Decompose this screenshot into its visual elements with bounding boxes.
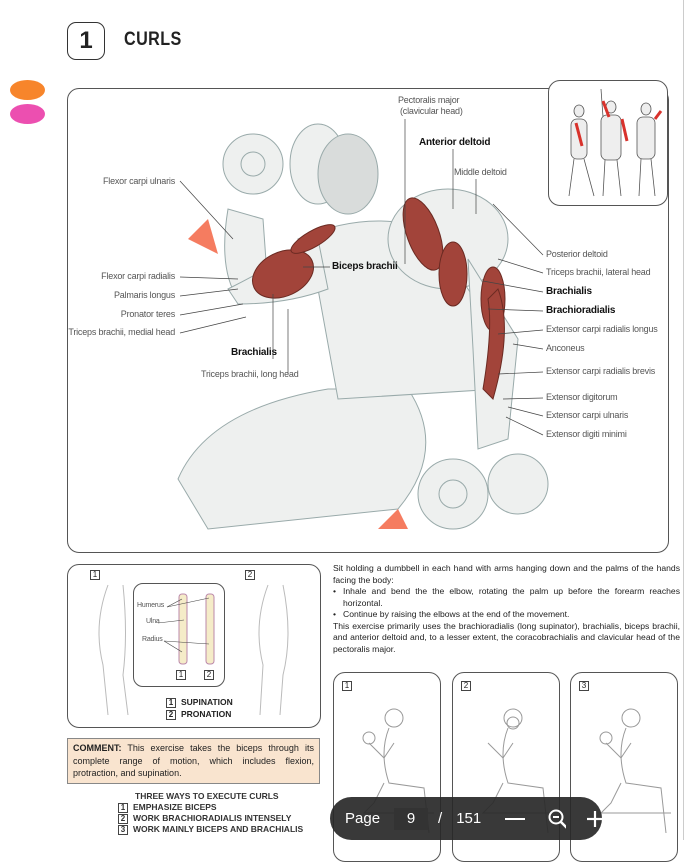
label-right-muscle: Extensor digiti minimi	[546, 429, 627, 439]
comment-text: This exercise takes the biceps through i…	[73, 743, 314, 778]
muscle-map-inset	[548, 80, 668, 206]
label-pectoralis-sub: (clavicular head)	[400, 106, 463, 116]
way-number: 2	[118, 813, 128, 824]
total-pages: 151	[456, 810, 482, 827]
panel-number: 2	[461, 681, 471, 691]
page-label: Page	[345, 810, 381, 827]
label-right-muscle: Anconeus	[546, 343, 585, 353]
label-humerus: Humerus	[137, 602, 164, 609]
comment-box: COMMENT: This exercise takes the biceps …	[67, 738, 320, 784]
label-pectoralis: Pectoralis major	[398, 95, 460, 105]
bones-inset: Humerus Ulna Radius 1 2	[133, 583, 225, 687]
legend-supination: SUPINATION	[181, 697, 233, 707]
up-arrow-icon	[378, 509, 408, 529]
page-separator: /	[438, 810, 443, 827]
label-triceps-medial: Triceps brachii, medial head	[68, 327, 175, 337]
figure-number: 2	[245, 570, 255, 580]
label-right-muscle: Brachioradialis	[546, 305, 616, 316]
label-ulna: Ulna	[146, 618, 160, 625]
figure-number: 1	[90, 570, 100, 580]
way-number: 3	[118, 824, 128, 835]
label-right-muscle: Triceps brachii, lateral head	[546, 267, 651, 277]
zoom-in-button[interactable]	[586, 810, 602, 828]
label-biceps-brachii: Biceps brachii	[332, 261, 398, 272]
anatomy-drawing	[177, 119, 549, 530]
scrollbar[interactable]	[683, 0, 684, 840]
exercise-title: CURLS	[124, 29, 182, 50]
exercise-number: 1	[67, 22, 105, 60]
label-pronator-teres: Pronator teres	[120, 309, 175, 319]
way-number: 1	[118, 802, 128, 813]
exercise-description: Sit holding a dumbbell in each hand with…	[333, 563, 680, 655]
execution-panel: 3	[570, 672, 678, 862]
legend-pronation: PRONATION	[181, 709, 232, 719]
figure-number: 1	[176, 670, 186, 680]
orange-tab-marker[interactable]	[10, 80, 45, 100]
arm-outline-drawing	[98, 584, 289, 716]
label-right-muscle: Brachialis	[546, 286, 592, 297]
label-radius: Radius	[142, 636, 163, 643]
label-brachialis: Brachialis	[231, 347, 277, 358]
description-summary: This exercise primarily uses the brachio…	[333, 620, 680, 654]
pink-tab-marker[interactable]	[10, 104, 45, 124]
panel-number: 3	[579, 681, 589, 691]
forearm-bones-drawing	[157, 593, 215, 665]
up-arrow-icon	[188, 219, 218, 254]
legend-number: 1	[166, 697, 176, 708]
legend-number: 2	[166, 709, 176, 720]
zoom-reset-icon[interactable]	[547, 808, 567, 830]
comment-label: COMMENT:	[73, 743, 122, 753]
way-item: WORK BRACHIORADIALIS INTENSELY	[133, 813, 292, 823]
seated-curl-drawing	[599, 708, 671, 834]
zoom-out-button[interactable]	[505, 817, 525, 820]
pdf-page-toolbar: Page / 151	[330, 797, 602, 840]
figure-number: 2	[204, 670, 214, 680]
body-figures-drawing	[568, 88, 663, 197]
label-anterior-deltoid: Anterior deltoid	[419, 137, 491, 148]
three-ways-list: THREE WAYS TO EXECUTE CURLS 1 EMPHASIZE B…	[118, 791, 303, 835]
panel-number: 1	[342, 681, 352, 691]
label-flexor-carpi-ulnaris: Flexor carpi ulnaris	[102, 176, 175, 186]
label-flexor-carpi-radialis: Flexor carpi radialis	[101, 271, 175, 281]
label-right-muscle: Extensor carpi ulnaris	[546, 410, 629, 420]
label-right-muscle: Extensor carpi radialis longus	[546, 324, 658, 334]
label-palmaris-longus: Palmaris longus	[113, 290, 175, 300]
label-middle-deltoid: Middle deltoid	[454, 167, 507, 177]
way-item: EMPHASIZE BICEPS	[133, 802, 217, 812]
label-right-muscle: Extensor digitorum	[546, 392, 618, 402]
way-item: WORK MAINLY BICEPS AND BRACHIALIS	[133, 824, 304, 834]
ways-heading: THREE WAYS TO EXECUTE CURLS	[135, 791, 279, 801]
label-right-muscle: Posterior deltoid	[546, 249, 608, 259]
description-bullet: Inhale and bend the the elbow, rotating …	[333, 586, 680, 609]
page-number-input[interactable]	[394, 807, 429, 830]
description-bullet: Continue by raising the elbows at the en…	[333, 609, 680, 621]
label-triceps-long: Triceps brachii, long head	[201, 369, 299, 379]
description-intro: Sit holding a dumbbell in each hand with…	[333, 563, 680, 585]
label-right-muscle: Extensor carpi radialis brevis	[546, 366, 656, 376]
